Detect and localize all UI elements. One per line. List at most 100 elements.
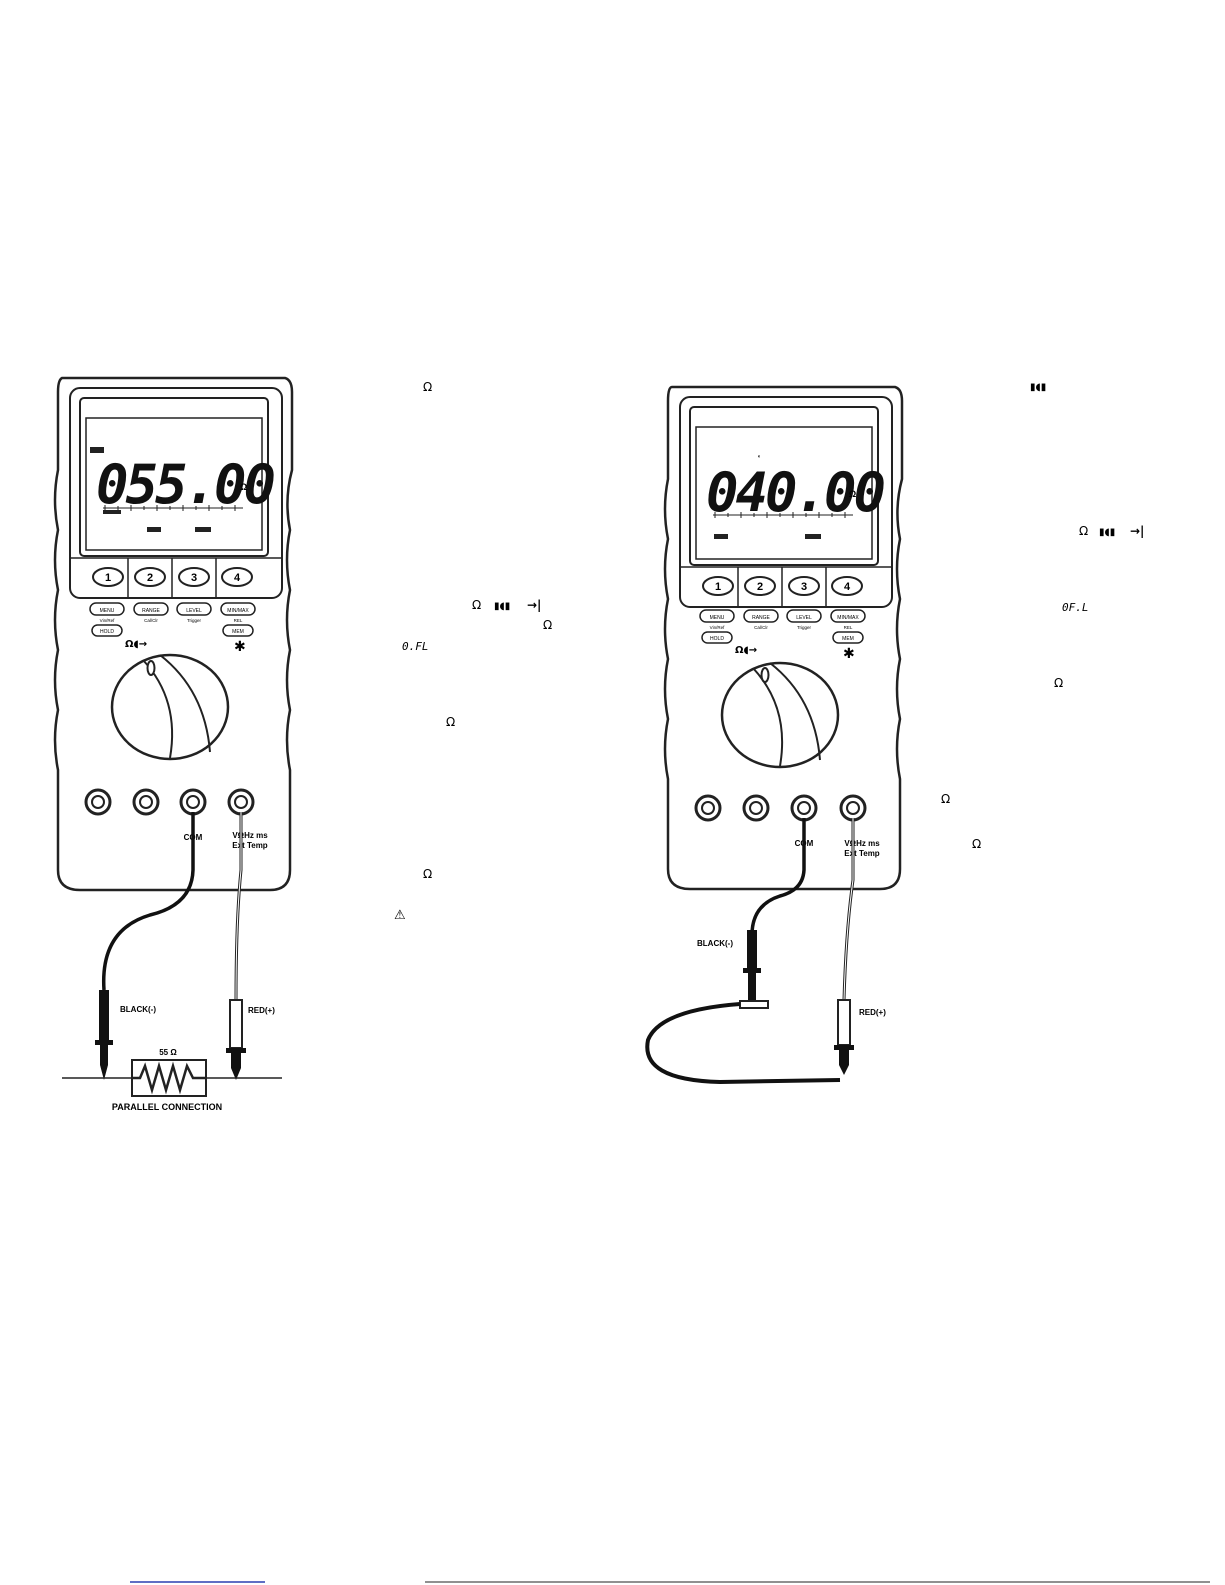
left-ohm-symbol-2: Ω [472,598,481,612]
left-meter-softkey-3[interactable]: 3 [178,567,210,587]
left-ohm-symbol-4: Ω [446,715,455,729]
right-meter-menu-button[interactable]: MENU [699,609,735,623]
svg-text:MEM: MEM [842,636,854,642]
left-meter-dial-ohm-icon: Ω◖→ [125,639,147,650]
svg-text:LEVEL: LEVEL [186,608,202,614]
left-meter-lcd-indicator-1 [147,527,161,532]
left-diode-icon: →| [527,598,541,612]
left-meter-display-unit: Ω [240,482,247,492]
left-meter-rel-label: REL [234,618,243,623]
left-meter-vinref-label: Vin/Ref [100,618,115,623]
left-meter-v-label: VΩHz ms [232,831,268,840]
right-meter-lcd-frame [689,406,879,566]
left-meter-jack-1 [84,788,112,816]
left-meter-body [53,376,294,892]
left-meter-temp-label: Ext Temp [232,841,268,850]
left-meter-lcd [85,417,263,551]
right-meter-softkey-1[interactable]: 1 [702,576,734,596]
right-meter-softkey-4[interactable]: 4 [831,576,863,596]
right-meter-shorted-leads [645,1002,841,1085]
right-meter-display: 040.00 [706,461,885,524]
left-meter-softkey-4[interactable]: 4 [221,567,253,587]
left-meter-menu-button[interactable]: MENU [89,602,125,616]
right-meter-minmax-button[interactable]: MIN/MAX [830,609,866,623]
right-meter-softkey-2[interactable]: 2 [744,576,776,596]
right-meter-level-button[interactable]: LEVEL [786,609,822,623]
svg-text:4: 4 [844,581,851,593]
left-meter-trigger-label: Trigger [187,618,202,623]
left-meter-level-button[interactable]: LEVEL [176,602,212,616]
right-diode-icon: →| [1130,524,1144,538]
right-meter-black-lead [750,818,806,965]
svg-text:MIN/MAX: MIN/MAX [227,608,249,614]
svg-text:4: 4 [234,572,241,584]
svg-text:2: 2 [147,572,153,584]
right-ofl-readout: 0F.L [1062,601,1089,614]
left-meter-red-lead-label: RED(+) [248,1006,275,1015]
left-meter-softkey-2[interactable]: 2 [134,567,166,587]
left-meter: 055.00 Ω 1 2 3 [53,376,294,1112]
right-ohm-symbol-c: Ω [941,792,950,806]
left-ofl-readout: 0.FL [402,640,429,653]
left-meter-minmax-button[interactable]: MIN/MAX [220,602,256,616]
left-meter-display: 055.00 [96,453,275,516]
svg-text:MENU: MENU [710,615,725,621]
left-meter-hold-button[interactable]: HOLD [91,624,123,637]
right-meter-black-probe [739,930,769,1009]
left-meter-inner-bezel [69,387,283,599]
left-meter-red-probe [226,999,246,1080]
svg-text:3: 3 [801,581,807,593]
left-meter-rotary-dial[interactable] [110,653,230,761]
svg-text:MENU: MENU [100,608,115,614]
svg-text:RANGE: RANGE [142,608,160,614]
right-meter-trigger-label: Trigger [797,625,812,630]
right-meter-rel-label: REL [844,625,853,630]
svg-text:HOLD: HOLD [100,629,114,635]
left-meter-mem-button[interactable]: MEM [222,624,254,637]
right-meter-jack-com[interactable] [790,794,818,822]
svg-text:MEM: MEM [232,629,244,635]
right-meter-lcd-indicator-2 [805,534,821,539]
right-meter-mem-button[interactable]: MEM [832,631,864,644]
right-meter: ◖ 040.00 Ω 1 2 3 [645,385,904,1085]
right-meter-lcd-indicator-1 [714,534,728,539]
right-meter-jack-v[interactable] [839,794,867,822]
warning-icon: ⚠ [394,908,406,923]
svg-text:1: 1 [715,581,721,593]
left-meter-lcd-auto-badge [90,447,104,453]
left-meter-jack-v[interactable] [227,788,255,816]
right-meter-hold-button[interactable]: HOLD [701,631,733,644]
svg-text:RANGE: RANGE [752,615,770,621]
right-meter-body [663,385,904,891]
left-meter-black-probe [95,990,113,1080]
svg-text:LEVEL: LEVEL [796,615,812,621]
right-meter-softkey-3[interactable]: 3 [788,576,820,596]
left-meter-lcd-indicator-2 [195,527,211,532]
right-meter-vinref-label: Vin/Ref [710,625,725,630]
left-meter-black-lead-label: BLACK(-) [120,1005,156,1014]
right-beep-icon-top: ▮◖▮ [1030,382,1046,393]
left-meter-jack-2 [132,788,160,816]
left-ohm-symbol-5: Ω [423,867,432,881]
left-meter-range-button[interactable]: RANGE [133,602,169,616]
right-meter-v-label: VΩHz ms [844,839,880,848]
left-column-symbols: Ω Ω ▮◖▮ →| Ω 0.FL Ω Ω ⚠ [394,380,552,923]
left-circuit-connection-label: PARALLEL CONNECTION [112,1102,222,1112]
right-meter-red-lead-label: RED(+) [859,1008,886,1017]
right-meter-display-unit: Ω [849,489,856,499]
right-meter-range-button[interactable]: RANGE [743,609,779,623]
svg-text:3: 3 [191,572,197,584]
right-meter-bargraph-ticks [714,512,846,518]
right-meter-calclr-label: Cal/Clr [754,625,768,630]
right-meter-red-probe [834,999,854,1075]
left-meter-softkey-1[interactable]: 1 [92,567,124,587]
left-meter-dial-pointer [146,660,156,676]
right-meter-rotary-dial[interactable] [720,661,840,769]
left-meter-black-lead [101,812,195,991]
right-meter-temp-label: Ext Temp [844,849,880,858]
svg-text:HOLD: HOLD [710,636,724,642]
left-meter-jack-com[interactable] [179,788,207,816]
right-meter-jack-1 [694,794,722,822]
right-meter-black-lead-label: BLACK(-) [697,939,733,948]
